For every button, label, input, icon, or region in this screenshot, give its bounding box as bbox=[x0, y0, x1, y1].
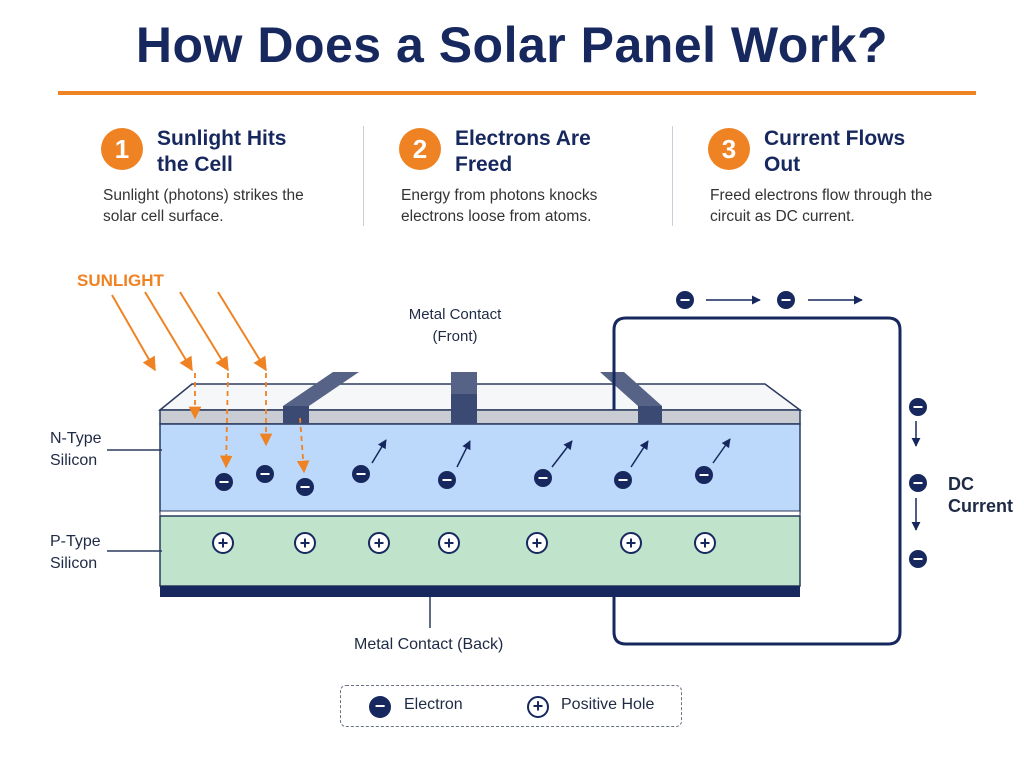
electron-motion-arrow bbox=[712, 438, 731, 464]
electron-icon bbox=[534, 469, 552, 487]
hole-icon bbox=[294, 532, 316, 554]
legend-hole-icon: + bbox=[527, 696, 549, 718]
electron-icon bbox=[296, 478, 314, 496]
page-title: How Does a Solar Panel Work? bbox=[135, 17, 889, 73]
photon-path bbox=[219, 372, 233, 469]
step-3-heading: Current Flows Out bbox=[764, 127, 906, 176]
step-2-heading: Electrons Are Freed bbox=[455, 127, 591, 176]
photon-path bbox=[296, 417, 310, 474]
legend: − Electron + Positive Hole bbox=[340, 685, 682, 727]
step-1-badge: 1 bbox=[101, 128, 143, 170]
step-3-badge: 3 bbox=[708, 128, 750, 170]
sunlight-ray bbox=[111, 294, 156, 372]
sunlight-ray bbox=[179, 291, 229, 372]
sunlight-ray bbox=[144, 291, 193, 372]
p-type-layer bbox=[159, 515, 801, 587]
electron-motion-arrow bbox=[456, 440, 471, 468]
electron-icon bbox=[676, 291, 694, 309]
hole-icon bbox=[526, 532, 548, 554]
electron-icon bbox=[215, 473, 233, 491]
sunlight-ray bbox=[217, 291, 267, 372]
hole-icon bbox=[620, 532, 642, 554]
electron-icon bbox=[909, 474, 927, 492]
step-2-badge: 2 bbox=[399, 128, 441, 170]
electron-icon bbox=[909, 398, 927, 416]
electron-icon bbox=[352, 465, 370, 483]
electron-motion-arrows bbox=[371, 438, 731, 468]
back-contact-label: Metal Contact (Back) bbox=[354, 636, 504, 653]
electron-icon bbox=[438, 471, 456, 489]
step-1-description: Sunlight (photons) strikes the solar cel… bbox=[103, 187, 304, 225]
hole-icon bbox=[368, 532, 390, 554]
front-contact-left bbox=[283, 372, 359, 424]
electron-motion-arrow bbox=[630, 440, 649, 468]
legend-hole-label: Positive Hole bbox=[561, 696, 655, 713]
step-divider bbox=[363, 126, 364, 226]
photon-paths bbox=[188, 372, 310, 474]
front-contact-middle bbox=[451, 372, 477, 424]
dc-current-label: DC Current bbox=[948, 474, 1014, 516]
step-divider bbox=[672, 126, 673, 226]
back-contact bbox=[160, 586, 800, 597]
step-1-heading: Sunlight Hits the Cell bbox=[157, 127, 287, 176]
electron-icon bbox=[909, 550, 927, 568]
electron-icon bbox=[614, 471, 632, 489]
step-3-description: Freed electrons flow through the circuit… bbox=[710, 187, 933, 225]
electron-icon bbox=[695, 466, 713, 484]
hole-icon bbox=[694, 532, 716, 554]
n-type-label: N-Type Silicon bbox=[50, 430, 102, 469]
current-flow-arrows bbox=[706, 295, 921, 531]
electron-icon bbox=[777, 291, 795, 309]
sunlight-rays bbox=[111, 291, 267, 372]
electron-icon bbox=[256, 465, 274, 483]
external-circuit bbox=[612, 316, 902, 646]
step-2-description: Energy from photons knocks electrons loo… bbox=[401, 187, 598, 225]
legend-electron-label: Electron bbox=[404, 696, 463, 713]
title-underline bbox=[58, 91, 976, 95]
anti-reflective-layer bbox=[159, 409, 801, 425]
p-type-label: P-Type Silicon bbox=[50, 533, 101, 572]
cell-top-surface bbox=[157, 383, 803, 411]
sunlight-label: SUNLIGHT bbox=[77, 271, 164, 290]
electron-motion-arrow bbox=[551, 440, 573, 468]
hole-icon bbox=[212, 532, 234, 554]
legend-electron-icon: − bbox=[369, 696, 391, 718]
hole-icon bbox=[438, 532, 460, 554]
front-contact-label: Metal Contact (Front) bbox=[408, 306, 502, 345]
electron-motion-arrow bbox=[371, 439, 387, 464]
